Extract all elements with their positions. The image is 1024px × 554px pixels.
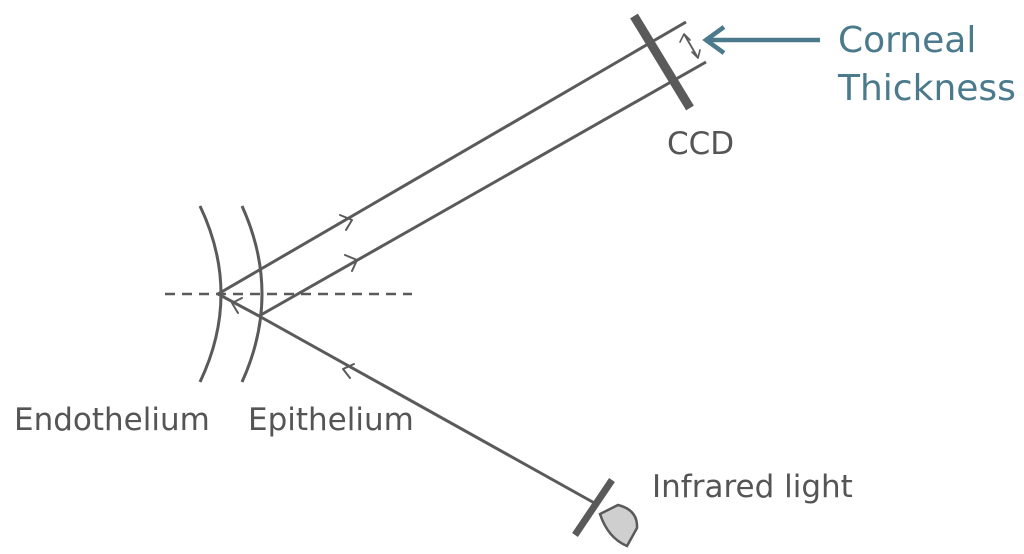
corneal-thickness-label-line2: Thickness xyxy=(837,68,1016,109)
endothelium-label: Endothelium xyxy=(14,402,210,438)
reflected-ray-epithelium xyxy=(258,60,707,318)
infrared-light-label: Infrared light xyxy=(652,469,853,505)
thickness-measure xyxy=(683,33,699,59)
ccd-label: CCD xyxy=(667,126,734,162)
epithelium-label: Epithelium xyxy=(248,402,414,438)
arrowhead-incident xyxy=(342,363,355,379)
arrowhead-reflected-lower xyxy=(344,254,358,272)
thickness-measure-tip-bottom xyxy=(691,49,701,59)
corneal-thickness-label-line1: Corneal xyxy=(838,20,976,61)
arrow-left-icon xyxy=(702,25,820,55)
infrared-lamp-icon xyxy=(572,478,639,548)
arrowhead-incident-inner xyxy=(231,297,243,314)
arrowhead-reflected-upper xyxy=(339,214,353,231)
thickness-measure-tip-top xyxy=(679,33,691,43)
incident-ray-inner xyxy=(217,292,260,318)
ccd-sensor-bar xyxy=(630,13,694,111)
incident-ray xyxy=(258,314,599,507)
epithelium-surface xyxy=(240,205,264,383)
reflected-ray-endothelium xyxy=(217,20,687,296)
